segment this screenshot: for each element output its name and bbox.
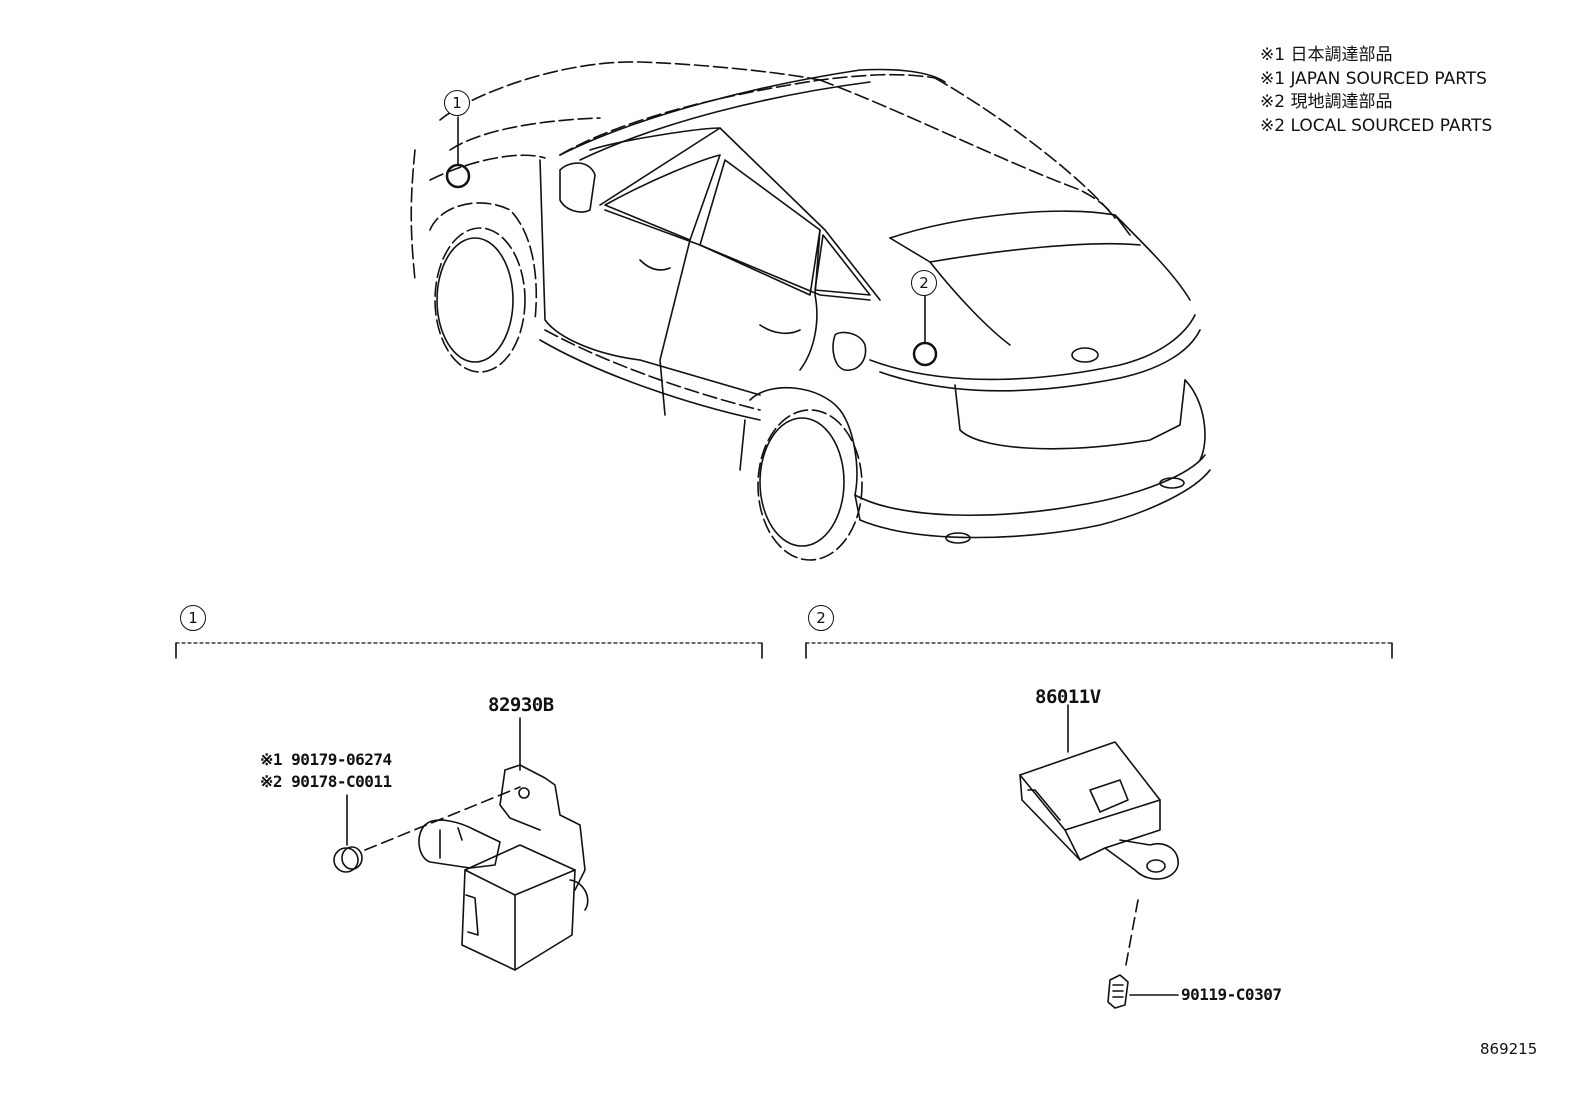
legend-japan-en: ※1 JAPAN SOURCED PARTS [1260, 68, 1487, 89]
legend-japan-jp: ※1 日本調達部品 [1260, 45, 1393, 65]
part-number-clip-local[interactable]: ※2 90178-C0011 [260, 772, 392, 791]
legend-local-en: ※2 LOCAL SOURCED PARTS [1260, 115, 1493, 136]
section-brackets [175, 642, 1393, 659]
callout-1-section: 1 [180, 605, 206, 631]
legend-local-jp: ※2 現地調達部品 [1260, 92, 1393, 112]
callout-2-section: 2 [808, 605, 834, 631]
callout-2-vehicle: 2 [911, 270, 937, 296]
part-number-clip-japan[interactable]: ※1 90179-06274 [260, 750, 392, 769]
part-number-bolt[interactable]: 90119-C0307 [1181, 985, 1282, 1004]
part-82930b-illustration [333, 717, 589, 971]
diagram-reference-number: 869215 [1480, 1040, 1538, 1058]
part-number-82930b[interactable]: 82930B [488, 694, 554, 716]
part-number-86011v[interactable]: 86011V [1035, 686, 1101, 708]
part-86011v-illustration [1019, 704, 1179, 1009]
callout-1-vehicle: 1 [444, 90, 470, 116]
vehicle-illustration [410, 61, 1211, 561]
sourcing-legend: ※1 日本調達部品 ※1 JAPAN SOURCED PARTS ※2 現地調達… [1260, 44, 1492, 138]
